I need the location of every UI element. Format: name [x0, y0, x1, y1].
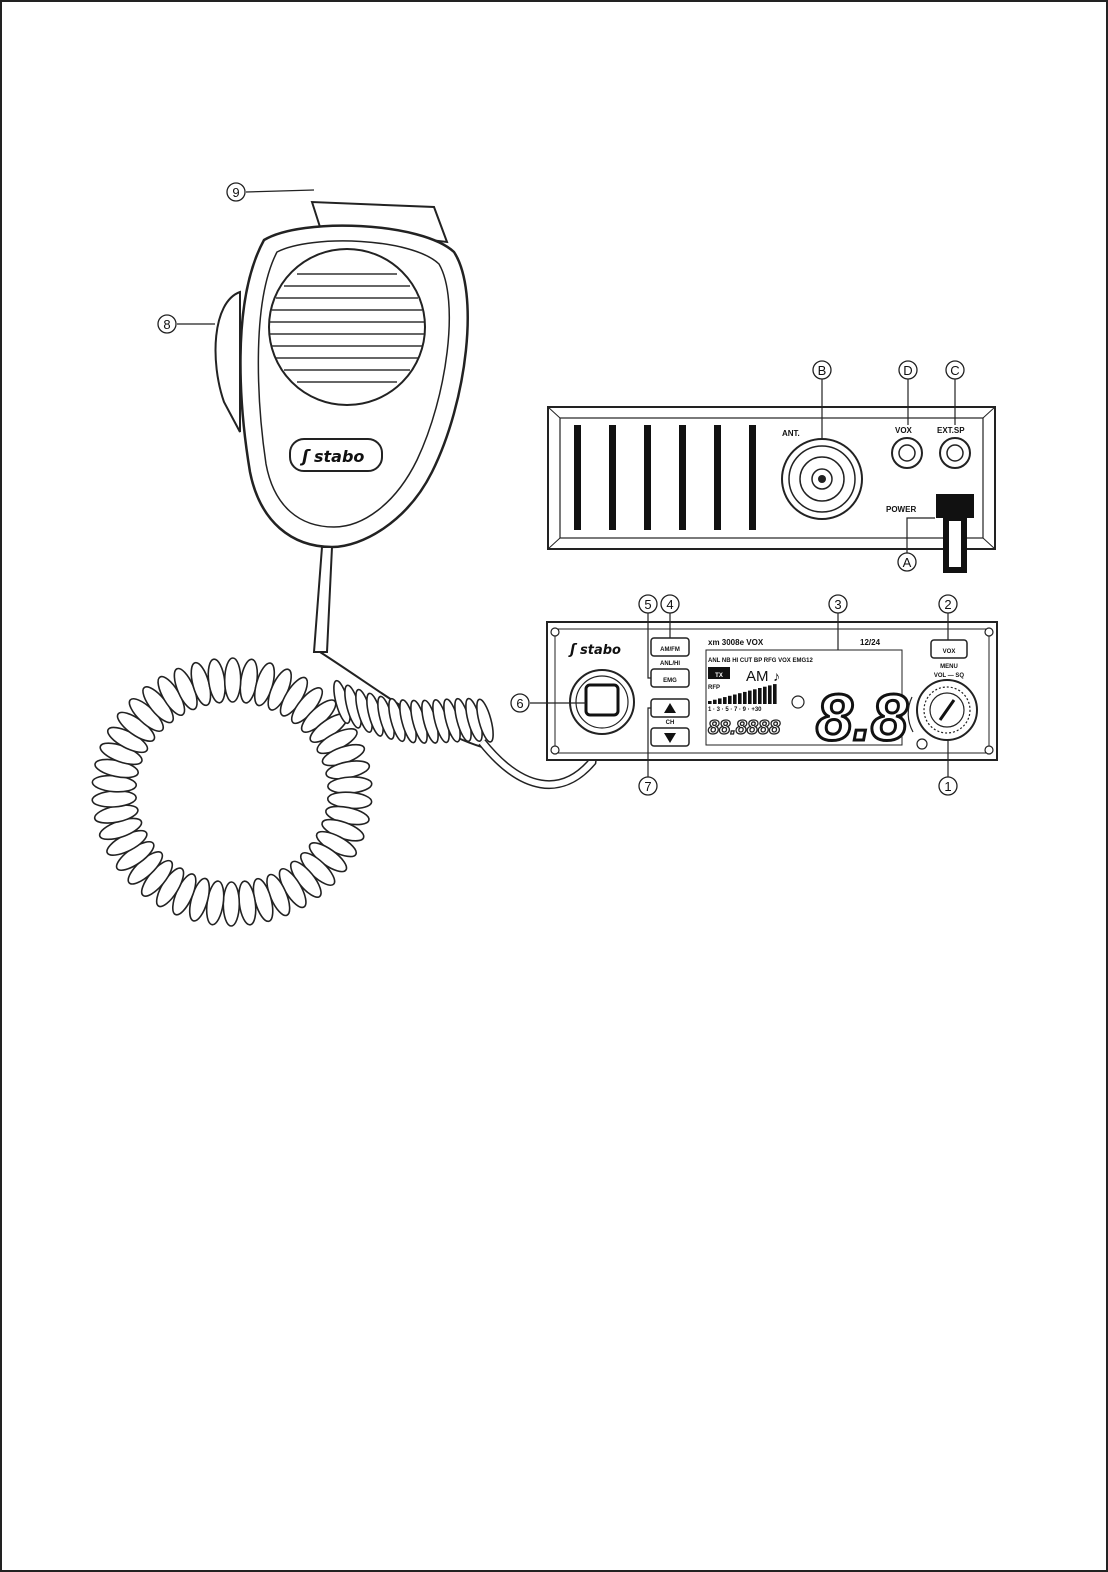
lcd-display: ANL NB HI CUT BP RFG VOX EMG12 TX RFP AM…	[706, 650, 908, 754]
channel-up-button	[651, 699, 689, 717]
signal-bar	[728, 696, 732, 704]
svg-text:2: 2	[944, 597, 951, 612]
vol-sq-label: VOL — SQ	[934, 673, 965, 679]
ext-sp-jack	[940, 438, 970, 468]
am-fm-button: AM/FM	[651, 638, 689, 656]
signal-bar	[748, 691, 752, 704]
svg-text:7: 7	[644, 779, 651, 794]
lcd-rfp: RFP	[708, 685, 720, 691]
svg-text:♪: ♪	[773, 668, 780, 684]
emg-button: EMG	[651, 669, 689, 687]
mic-logo: ʃ stabo	[290, 439, 382, 471]
svg-text:5: 5	[644, 597, 651, 612]
vox-jack-label: VOX	[895, 426, 913, 435]
lcd-channel: 8.8	[816, 680, 908, 754]
svg-text:3: 3	[834, 597, 841, 612]
signal-bar	[713, 700, 717, 704]
callout-8: 8	[158, 315, 215, 333]
ext-sp-label: EXT.SP	[937, 426, 965, 435]
antenna-connector-icon	[782, 439, 862, 519]
cord-strain-relief	[314, 547, 332, 652]
lcd-mode: AM	[746, 668, 769, 685]
ptt-button	[216, 292, 240, 432]
svg-text:9: 9	[232, 185, 239, 200]
lcd-scale: 1 · 3 · 5 · 7 · 9 · +30	[708, 707, 762, 713]
lcd-frequency: 88.8888	[708, 717, 781, 739]
anl-hi-label: ANL/HI	[660, 661, 680, 667]
svg-text:D: D	[903, 363, 912, 378]
svg-text:C: C	[950, 363, 959, 378]
vox-button: VOX	[931, 640, 967, 658]
signal-bar	[758, 688, 762, 704]
mic-socket-icon	[570, 670, 634, 734]
channel-down-button	[651, 728, 689, 746]
model-label: xm 3008e VOX	[708, 638, 764, 647]
svg-text:EMG: EMG	[663, 678, 677, 684]
svg-text:6: 6	[516, 696, 523, 711]
microphone: ʃ stabo	[216, 202, 468, 652]
signal-bar	[708, 701, 712, 704]
voltage-label: 12/24	[860, 638, 881, 647]
signal-bar	[738, 693, 742, 704]
svg-text:VOX: VOX	[943, 649, 956, 655]
cord-coil	[225, 658, 241, 702]
signal-bar	[768, 685, 772, 704]
signal-bar	[723, 697, 727, 704]
ch-label: CH	[666, 720, 675, 726]
signal-bar	[753, 689, 757, 704]
signal-bar	[743, 692, 747, 704]
svg-text:1: 1	[944, 779, 951, 794]
rear-panel: ANT. VOX EXT.SP POWER	[548, 407, 995, 570]
svg-text:AM/FM: AM/FM	[660, 647, 680, 653]
callout-9: 9	[227, 183, 314, 201]
signal-bar	[733, 695, 737, 705]
front-panel: ʃ stabo AM/FM ANL/HI EMG CH xm 3008e VOX	[547, 622, 997, 760]
signal-bar	[763, 687, 767, 704]
signal-bar	[718, 698, 722, 704]
signal-bar	[773, 684, 777, 704]
ant-label: ANT.	[782, 429, 800, 438]
lcd-tx: TX	[715, 673, 723, 679]
svg-text:B: B	[818, 363, 827, 378]
mic-brand-text: stabo	[314, 447, 364, 466]
svg-text:A: A	[903, 555, 912, 570]
svg-text:8: 8	[163, 317, 170, 332]
menu-label: MENU	[940, 664, 958, 670]
power-label: POWER	[886, 505, 916, 514]
cord-coil	[223, 882, 239, 926]
coiled-cord	[92, 652, 600, 926]
front-brand-text: stabo	[580, 643, 621, 658]
speaker-grille-icon	[269, 249, 425, 405]
vox-jack	[892, 438, 922, 468]
svg-text:4: 4	[666, 597, 673, 612]
lcd-indicator-row: ANL NB HI CUT BP RFG VOX EMG12	[708, 658, 813, 664]
